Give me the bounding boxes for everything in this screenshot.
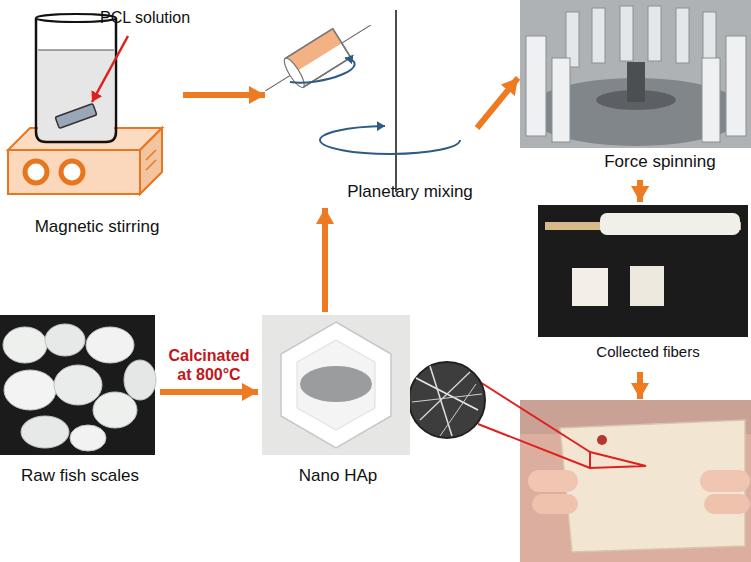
stage-caption: Force spinning bbox=[604, 152, 716, 172]
flow-arrow bbox=[477, 78, 518, 128]
stage-caption: Planetary mixing bbox=[347, 182, 473, 202]
planetary-mixer bbox=[256, 10, 460, 192]
nano-hap-photo bbox=[262, 315, 410, 455]
stage-caption: Collected fibers bbox=[596, 343, 699, 361]
bandage-photo bbox=[520, 400, 751, 562]
force-spinning-photo bbox=[520, 0, 751, 148]
stage-caption: Magnetic stirring bbox=[35, 217, 160, 237]
process-stage: Force spinning bbox=[518, 0, 751, 180]
process-stage: Collected fibers bbox=[536, 202, 748, 370]
callout-label: PCL solution bbox=[100, 8, 190, 27]
fish-scales-photo bbox=[0, 315, 156, 455]
flow-arrow bbox=[183, 92, 265, 98]
process-stage: Nano HAp bbox=[258, 312, 414, 492]
leader-arrow bbox=[92, 36, 128, 102]
process-stage: Raw fish scales bbox=[0, 312, 160, 494]
stage-caption: Raw fish scales bbox=[21, 466, 139, 486]
flow-arrow bbox=[637, 180, 643, 202]
collected-fibers-photo bbox=[538, 205, 748, 337]
flow-arrow bbox=[160, 389, 258, 395]
sem-inset bbox=[409, 362, 646, 468]
edge-label: Calcinated at 800°C bbox=[161, 346, 257, 384]
process-stage: Magnetic stirring bbox=[5, 15, 183, 243]
flow-arrow bbox=[322, 208, 328, 312]
process-stage: Planetary mixing bbox=[265, 8, 477, 208]
flow-arrow bbox=[637, 372, 643, 399]
stage-caption: Nano HAp bbox=[299, 466, 377, 486]
